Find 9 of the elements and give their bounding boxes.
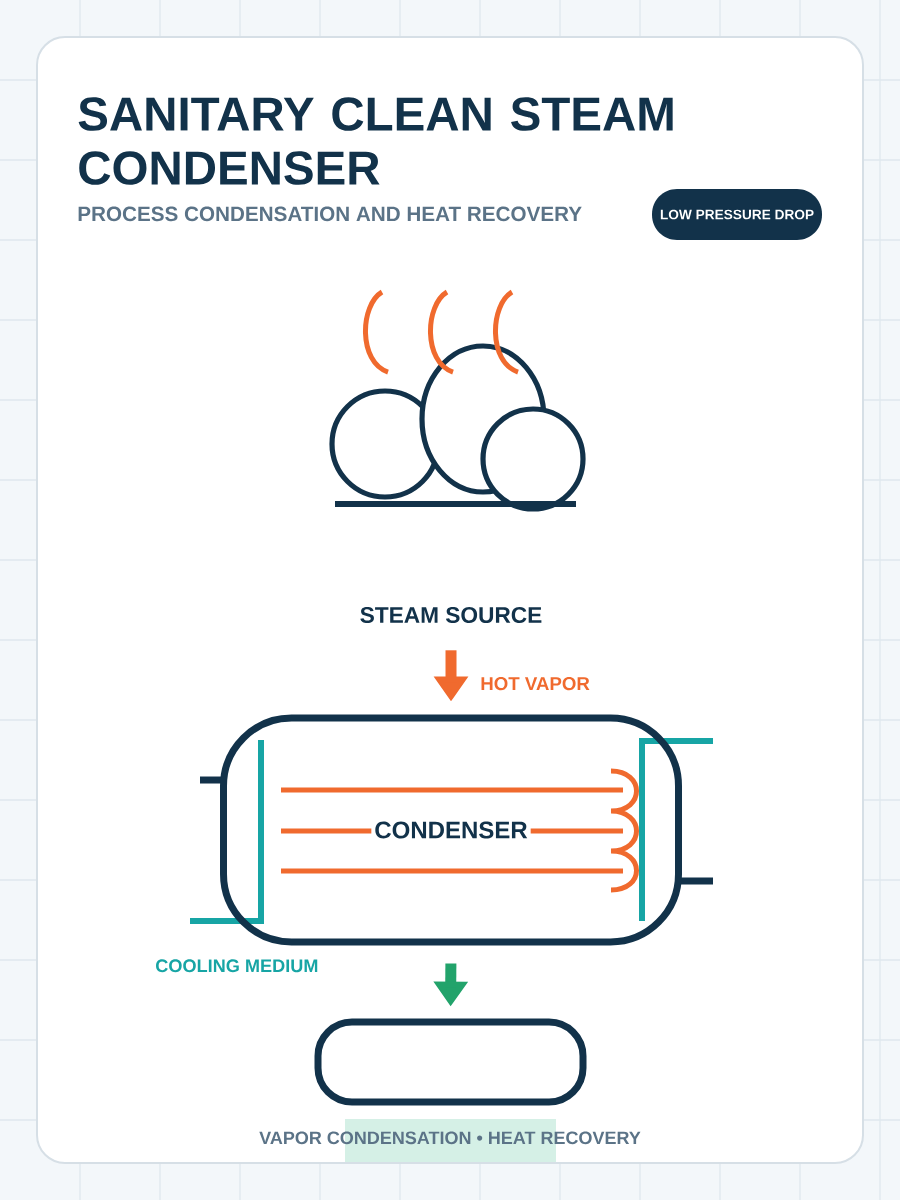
vessel-label: CONDENSER [371, 818, 531, 842]
rounded-box [314, 1018, 587, 1106]
title: SANITARY CLEAN STEAM CONDENSER [78, 97, 673, 185]
subtitle: PROCESS CONDENSATION AND HEAT RECOVERY [78, 206, 582, 222]
footer-text: VAPOR CONDENSATION • HEAT RECOVERY [259, 1131, 641, 1145]
source-label: STEAM SOURCE [360, 607, 542, 624]
pipe-label: COOLING MEDIUM [156, 959, 318, 973]
edge-label: HOT VAPOR [481, 676, 590, 691]
badge: LOW PRESSURE DROP [652, 189, 822, 240]
